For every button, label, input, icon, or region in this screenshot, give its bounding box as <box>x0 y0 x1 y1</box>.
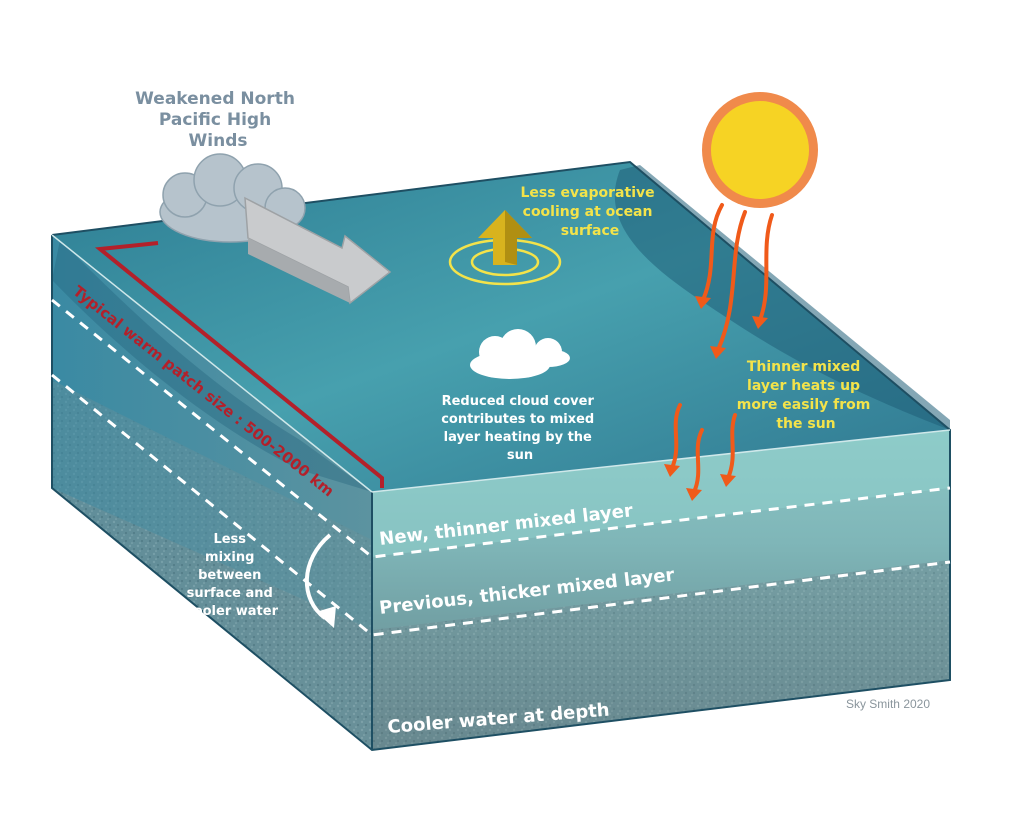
surface-dark-patch-right <box>614 165 950 430</box>
heat-arrow-3 <box>758 213 774 322</box>
heat-arrow-5 <box>692 428 704 494</box>
heat-arrow-heads <box>664 296 768 501</box>
surface-dark-patch-left <box>52 240 372 492</box>
mixing-arrow-head <box>316 606 336 628</box>
cloud-icon <box>470 329 570 379</box>
heat-arrow-2 <box>716 210 747 352</box>
mixed-layer-band <box>372 430 950 557</box>
wind-label: Weakened North Pacific High Winds <box>135 89 301 151</box>
sun-core <box>711 101 809 199</box>
left-lower-texture <box>52 380 372 750</box>
wind-arrow-icon <box>244 196 392 305</box>
previous-layer-boundary <box>51 373 951 637</box>
warm-patch-bracket <box>94 241 384 488</box>
heat-arrows <box>670 203 774 494</box>
cloud-cover-label: Reduced cloud cover contributes to mixed… <box>441 394 599 463</box>
evaporation-label: Less evaporative cooling at ocean surfac… <box>520 185 659 239</box>
heat-arrow-6 <box>726 413 737 480</box>
heat-arrow-1 <box>701 203 724 302</box>
sun-heating-label: Thinner mixed layer heats up more easily… <box>737 359 875 432</box>
up-arrow-icon <box>478 210 532 265</box>
block-edges <box>51 160 951 752</box>
heat-arrow-4 <box>670 403 682 470</box>
block-edge-top-left <box>51 234 373 493</box>
block-edge-top-front <box>371 429 951 493</box>
new-layer-boundary <box>51 298 951 559</box>
mixing-label: Less mixing between surface and cooler w… <box>186 532 279 619</box>
credit-label: Sky Smith 2020 <box>846 697 930 711</box>
